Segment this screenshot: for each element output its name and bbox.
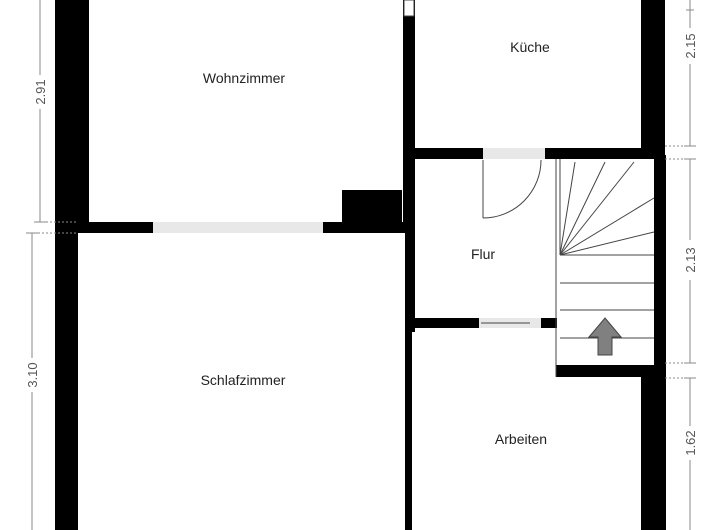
wall-right-lower: [641, 375, 666, 530]
wall-flur-bottom-b: [541, 318, 557, 328]
room-label-schlafzimmer: Schlafzimmer: [201, 372, 286, 388]
door-opening-schlafzimmer: [153, 222, 323, 233]
room-label-flur: Flur: [471, 246, 495, 262]
room-label-kueche: Küche: [510, 39, 550, 55]
wall-right-upper: [641, 0, 665, 159]
wall-middle-left-a: [55, 222, 153, 233]
room-label-wohnzimmer: Wohnzimmer: [203, 70, 286, 86]
wall-flur-bottom-a: [412, 318, 479, 328]
wall-kueche-bottom-b: [545, 148, 665, 159]
chimney: [342, 190, 402, 223]
staircase: [555, 159, 655, 377]
window-mark: [403, 0, 415, 17]
dim-label-right-top: 2.15: [683, 33, 698, 58]
dim-label-left-top: 2.91: [33, 79, 48, 104]
room-label-arbeiten: Arbeiten: [495, 431, 547, 447]
wall-center-flur: [405, 232, 415, 332]
dim-label-left-bottom: 3.10: [25, 362, 40, 387]
wall-kueche-bottom-a: [403, 148, 483, 159]
door-swing-kueche: [482, 159, 542, 219]
up-arrow-icon: [587, 317, 623, 356]
wall-left-lower: [55, 232, 78, 530]
dim-label-right-middle: 2.13: [683, 247, 698, 272]
wall-stair-right: [654, 155, 666, 375]
dim-label-right-bottom: 1.62: [683, 430, 698, 455]
wall-left-upper: [55, 0, 89, 222]
walls: [55, 0, 666, 530]
wall-center-lower: [405, 330, 412, 530]
wall-middle-left-b: [323, 222, 410, 233]
wall-stair-bottom: [556, 365, 666, 377]
door-opening-kueche: [483, 148, 545, 159]
wall-center-upper: [403, 0, 415, 232]
